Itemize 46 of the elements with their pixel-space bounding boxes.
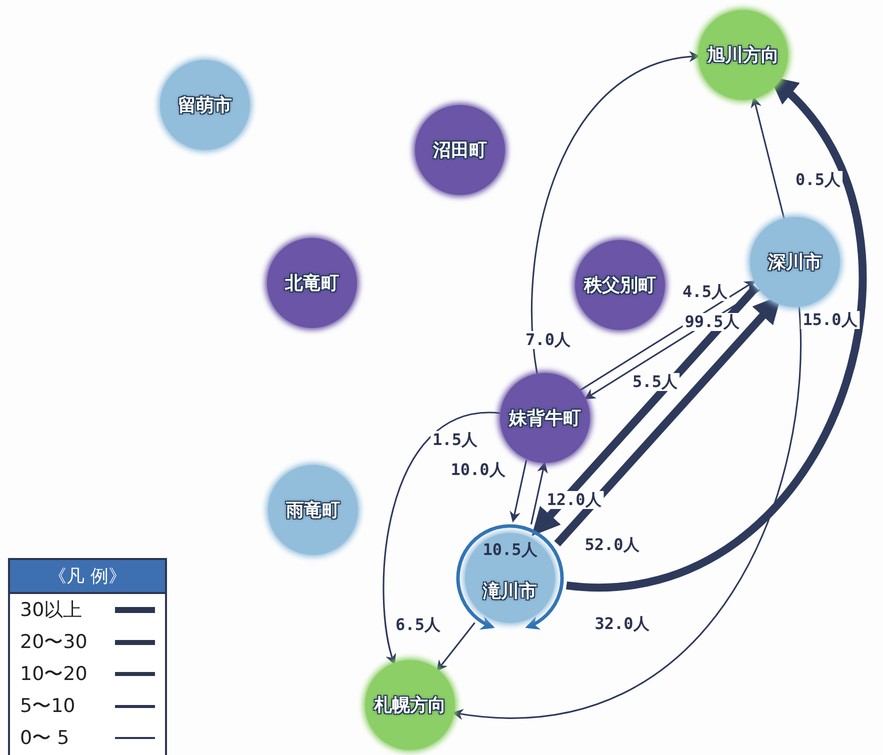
place-circle — [365, 660, 455, 750]
legend-text: 5〜10 — [20, 694, 76, 719]
place-name: 雨竜町 — [286, 499, 340, 522]
legend-text: 0〜 5 — [20, 726, 70, 751]
edge-label: 7.0人 — [524, 331, 572, 349]
arrow — [510, 460, 528, 522]
edge-label: 10.5人 — [482, 541, 538, 559]
arrow — [531, 52, 700, 374]
edge-label: 5.5人 — [630, 373, 680, 391]
place-name: 北竜町 — [285, 272, 339, 295]
place-circle — [415, 105, 505, 195]
edge-label: 15.0人 — [800, 311, 860, 329]
place-circle — [500, 373, 590, 463]
place-name: 深川市 — [768, 251, 822, 274]
legend-text: 10〜20 — [20, 662, 88, 687]
place-name: 沼田町 — [433, 139, 487, 162]
place-circle — [750, 217, 840, 307]
arrow — [532, 284, 759, 536]
place-name: 札幌方向 — [374, 694, 446, 717]
place-circle — [698, 10, 788, 100]
loop-arrow — [456, 524, 564, 629]
arrow — [452, 306, 802, 720]
place-name: 留萌市 — [178, 94, 232, 117]
edge-label: 4.5人 — [680, 283, 730, 301]
arrow — [382, 412, 500, 666]
arrow — [436, 622, 476, 672]
place-circle — [268, 465, 358, 555]
place-name: 妹背牛町 — [509, 407, 581, 430]
arrow — [530, 462, 548, 524]
arrow — [750, 96, 785, 219]
place-circle — [160, 60, 250, 150]
place-name: 滝川市 — [483, 580, 537, 603]
edge-label: 52.0人 — [582, 536, 642, 554]
place-circle — [267, 238, 357, 328]
edge-label: 99.5人 — [682, 313, 742, 331]
edge-label: 1.5人 — [430, 431, 480, 449]
place-circle — [465, 533, 555, 623]
place-name: 秩父別町 — [584, 274, 656, 297]
legend-text: 20〜30 — [20, 630, 88, 655]
place-name: 旭川方向 — [707, 44, 779, 67]
place-circle — [575, 240, 665, 330]
legend-text: 30以上 — [20, 598, 82, 623]
edge-label: 0.5人 — [794, 171, 842, 189]
legend-title: 《凡 例》 — [10, 560, 165, 594]
edge-label: 32.0人 — [592, 615, 652, 633]
edge-label: 6.5人 — [394, 616, 442, 634]
